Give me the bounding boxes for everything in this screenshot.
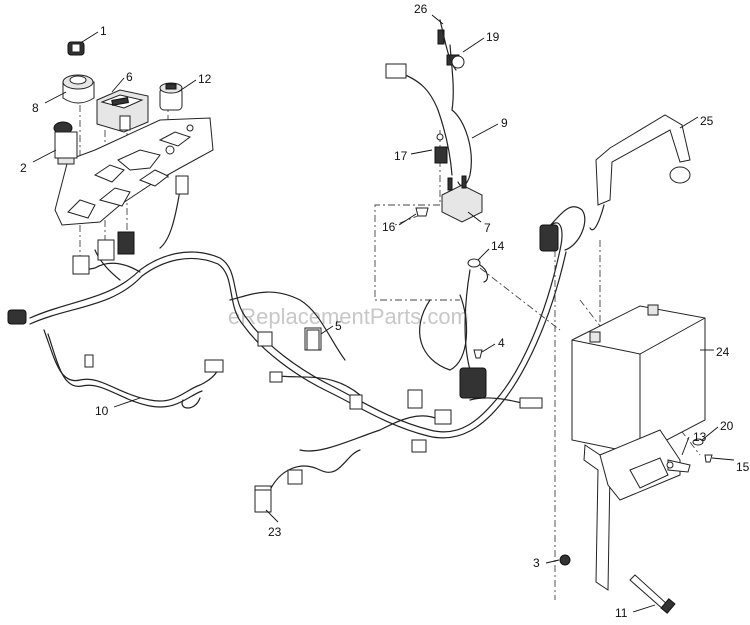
part-11-bolt: [629, 574, 676, 614]
part-6-hour-meter: [96, 89, 149, 133]
callout-15: 15: [736, 460, 750, 474]
callout-9: 9: [501, 116, 508, 130]
harness-connectors: [7, 175, 559, 507]
callout-3: 3: [533, 556, 540, 570]
callout-7: 7: [484, 221, 491, 235]
watermark: eReplacementParts.com: [228, 304, 469, 329]
part-16-screw: [415, 207, 429, 217]
callout-13: 13: [693, 430, 707, 444]
callout-4: 4: [498, 336, 505, 350]
callout-14: 14: [491, 239, 505, 253]
part-10-wire-harness: [29, 179, 586, 491]
part-1-key: [67, 41, 85, 56]
part-8-ignition-switch: [62, 74, 95, 104]
callout-6: 6: [126, 70, 133, 84]
callout-11: 11: [615, 606, 628, 620]
callout-1: 1: [100, 24, 107, 38]
part-24-battery: [571, 304, 706, 455]
part-15-screw: [704, 454, 713, 463]
leader-lines: [32, 14, 735, 613]
part-7-solenoid: [441, 175, 483, 223]
callout-16: 16: [382, 220, 396, 234]
part-23-connector: [254, 489, 272, 513]
callout-labels: 1 2 3 4 5 6 7 8 9 10 11 12 13 14 15 16 1…: [20, 2, 750, 620]
part-25-battery-strap: [589, 114, 691, 231]
part-4-screw: [473, 349, 483, 359]
part-20-washer: [692, 438, 704, 446]
callout-25: 25: [700, 114, 714, 128]
callout-2: 2: [20, 161, 27, 175]
callout-10: 10: [95, 404, 109, 418]
callout-20: 20: [720, 419, 734, 433]
callout-19: 19: [486, 30, 500, 44]
part-14-washer: [467, 258, 489, 283]
callout-17: 17: [394, 149, 408, 163]
part-3-nut: [559, 554, 571, 566]
part-5-connector: [306, 329, 320, 351]
part-2-pto-switch: [53, 121, 78, 165]
callout-12: 12: [198, 72, 212, 86]
callout-8: 8: [32, 101, 39, 115]
part-19-clamp: [451, 55, 465, 69]
part-17-terminal: [434, 133, 448, 164]
part-12-light-switch: [159, 82, 183, 111]
callout-26: 26: [414, 2, 428, 16]
control-panel-plate: [54, 117, 214, 226]
callout-5: 5: [335, 319, 342, 333]
callout-23: 23: [268, 525, 282, 539]
part-13-battery-tray: [583, 429, 691, 591]
callout-24: 24: [716, 345, 730, 359]
